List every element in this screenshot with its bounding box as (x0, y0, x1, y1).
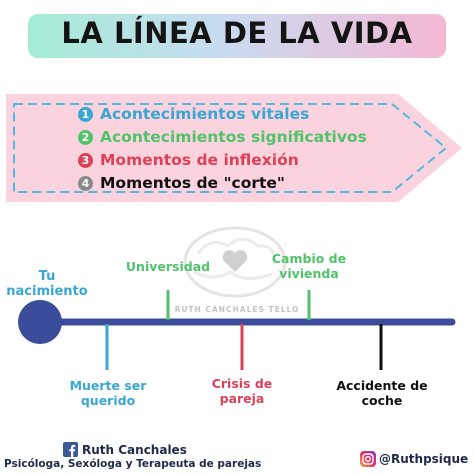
timeline (18, 290, 456, 370)
number-badge-4: 4 (78, 175, 93, 191)
label-line: Muerte ser (69, 378, 147, 393)
label-accidente-coche: Accidente de coche (330, 378, 434, 408)
label-line: nacimiento (6, 284, 88, 299)
title-banner (28, 14, 446, 58)
label-line: Accidente de (336, 378, 428, 393)
legend-label-3: Momentos de inflexión (100, 151, 299, 169)
author-profession: Psicóloga, Sexóloga y Terapeuta de parej… (4, 458, 262, 470)
label-muerte-ser-querido: Muerte ser querido (62, 378, 154, 408)
label-line: Crisis de (211, 376, 273, 391)
legend-item-3: 3 Momentos de inflexión (78, 149, 299, 171)
legend-label-2: Acontecimientos significativos (100, 128, 367, 146)
label-line: Universidad (125, 259, 211, 274)
label-line: Cambio de (271, 251, 347, 266)
label-line: querido (80, 393, 136, 408)
legend-item-2: 2 Acontecimientos significativos (78, 126, 367, 148)
label-universidad: Universidad (118, 259, 218, 274)
label-line: Tu (38, 269, 56, 284)
brain-heart-icon (183, 226, 287, 298)
label-line: coche (361, 393, 403, 408)
legend-arrow-panel (6, 94, 462, 202)
instagram-icon[interactable] (360, 451, 376, 467)
label-crisis-pareja: Crisis de pareja (197, 376, 287, 406)
facebook-icon[interactable] (63, 442, 78, 457)
label-cambio-vivienda: Cambio de vivienda (264, 251, 354, 281)
label-tu-nacimiento: Tu nacimiento (0, 269, 94, 299)
legend-item-1: 1 Acontecimientos vitales (78, 103, 309, 125)
author-name: Ruth Canchales (82, 443, 187, 457)
birth-dot (18, 300, 62, 344)
instagram-handle: @Ruthpsique (379, 452, 469, 466)
number-badge-1: 1 (78, 106, 93, 122)
legend-label-1: Acontecimientos vitales (100, 105, 310, 123)
legend-label-4: Momentos de "corte" (100, 174, 286, 192)
watermark-text: RUTH CANCHALES TELLO (174, 305, 300, 314)
label-line: vivienda (279, 266, 339, 281)
number-badge-2: 2 (78, 129, 93, 145)
number-badge-3: 3 (78, 152, 93, 168)
legend-item-4: 4 Momentos de "corte" (78, 172, 285, 194)
page-title: LA LÍNEA DE LA VIDA (61, 16, 413, 50)
label-line: pareja (219, 391, 265, 406)
